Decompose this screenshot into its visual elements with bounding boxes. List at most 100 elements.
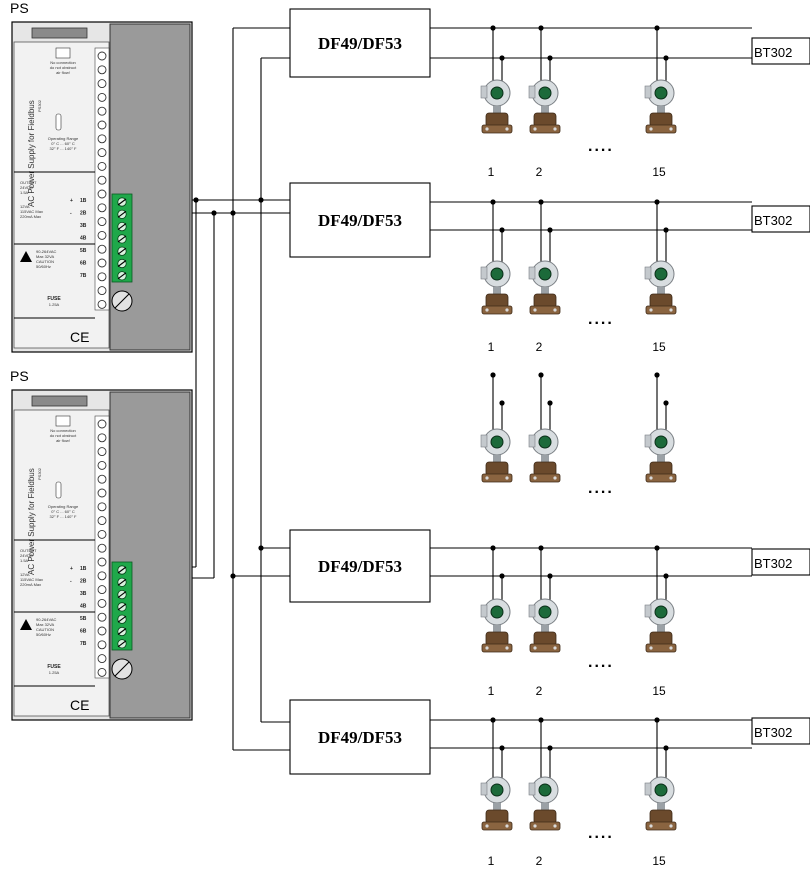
- screw-hole: [97, 217, 107, 227]
- conduit-port: [480, 434, 488, 448]
- screw-hole: [97, 571, 107, 581]
- terminator-box: [751, 548, 810, 576]
- flange-bolt: [505, 824, 509, 828]
- ps-front-panel: [13, 41, 110, 349]
- coupler-label: DF49/DF53: [318, 34, 402, 53]
- device-number: 15: [652, 165, 666, 179]
- screw-slot: [117, 247, 127, 255]
- coupler-box: [289, 8, 431, 78]
- coupler-box: [289, 699, 431, 775]
- flange-bolt: [485, 824, 489, 828]
- knob-slot: [114, 293, 130, 309]
- transmitter: [480, 776, 513, 831]
- drop-dot-b: [663, 55, 669, 61]
- knob-slot: [114, 661, 130, 677]
- conduit-port: [528, 782, 536, 796]
- terminal-sign: -: [70, 211, 72, 217]
- flange-bolt: [485, 127, 489, 131]
- transmitter: [644, 260, 677, 315]
- display-window: [538, 267, 552, 281]
- screw-slot: [117, 566, 127, 574]
- terminator-label: BT302: [754, 45, 792, 60]
- screw-hole: [97, 106, 107, 116]
- flange: [481, 124, 513, 134]
- flange-bolt: [505, 127, 509, 131]
- conduit-port: [528, 604, 536, 618]
- terminal-number: 7B: [80, 641, 87, 647]
- flange-bolt: [533, 646, 537, 650]
- conduit-port: [644, 604, 652, 618]
- drop-dot-a: [654, 25, 660, 31]
- terminator-box: [751, 205, 810, 233]
- drop-dot-a: [490, 545, 496, 551]
- terminal-number: 4B: [80, 604, 87, 610]
- flange-bolt: [669, 308, 673, 312]
- terminal-number: 2B: [80, 211, 87, 217]
- output-line: OUTPUT: [20, 548, 37, 553]
- screw-hole: [97, 51, 107, 61]
- transmitter: [528, 260, 561, 315]
- screw-hole: [97, 65, 107, 75]
- screw-hole: [97, 488, 107, 498]
- terminator-label: BT302: [754, 213, 792, 228]
- output-line: 24VDC: [20, 185, 33, 190]
- conduit-port: [528, 434, 536, 448]
- flange-bolt: [505, 308, 509, 312]
- display-window: [654, 86, 668, 100]
- terminal-number: 1B: [80, 566, 87, 572]
- output-line: 1.5A: [20, 190, 29, 195]
- device-number: 2: [536, 684, 543, 698]
- screw-slot: [117, 615, 127, 623]
- operating-range-line: 32° F ... 140° F: [50, 514, 78, 519]
- thermometer-icon: [55, 113, 62, 131]
- ellipsis-more-devices: ....: [588, 311, 614, 328]
- screw-hole: [97, 92, 107, 102]
- drop-dot-b: [499, 573, 505, 579]
- transmitter-neck: [657, 106, 665, 114]
- flange: [645, 305, 677, 315]
- operating-range-line: Operating Range: [48, 504, 79, 509]
- input-line: 220mA Max: [20, 214, 41, 219]
- flange: [481, 473, 513, 483]
- screw-slot: [117, 578, 127, 586]
- ellipsis-more-devices: ....: [588, 654, 614, 671]
- display-window: [654, 605, 668, 619]
- screw-hole: [97, 433, 107, 443]
- bus-junction: [211, 210, 217, 216]
- transmitter: [528, 776, 561, 831]
- flange-bolt: [485, 476, 489, 480]
- flange-bolt: [553, 476, 557, 480]
- flange-bolt: [669, 646, 673, 650]
- flange-bolt: [485, 646, 489, 650]
- flange-bolt: [553, 824, 557, 828]
- drop-dot-b: [663, 227, 669, 233]
- device-number: 1: [488, 340, 495, 354]
- ellipsis-more-devices: ....: [588, 480, 614, 497]
- display-window: [538, 86, 552, 100]
- ps-label: PS: [10, 368, 29, 384]
- screw-hole: [97, 502, 107, 512]
- input-line: 115VAC Max: [20, 577, 43, 582]
- drop-dot-b: [663, 400, 669, 406]
- transmitter: [644, 79, 677, 134]
- drop-dot-b: [547, 227, 553, 233]
- bus-junction: [258, 545, 264, 551]
- terminal-number: 4B: [80, 236, 87, 242]
- caution-line: Max 32VA: [36, 254, 54, 259]
- display-window: [538, 435, 552, 449]
- terminal-number: 6B: [80, 261, 87, 267]
- notice-line: No connection: [50, 60, 76, 65]
- drop-dot-b: [547, 400, 553, 406]
- caution-line: CAUTION: [36, 259, 54, 264]
- terminator-label: BT302: [754, 725, 792, 740]
- caution-line: 90-264VAC: [36, 617, 56, 622]
- conduit-port: [528, 85, 536, 99]
- flange: [645, 821, 677, 831]
- display-window: [654, 783, 668, 797]
- screw-hole: [97, 148, 107, 158]
- screw-hole: [97, 272, 107, 282]
- flange-bolt: [533, 824, 537, 828]
